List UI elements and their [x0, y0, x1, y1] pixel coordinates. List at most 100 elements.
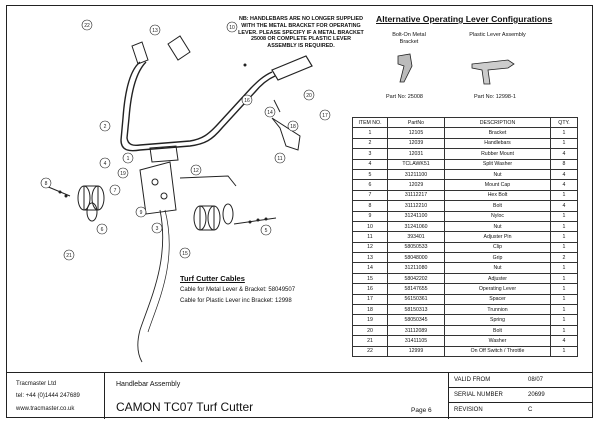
company-website: www.tracmaster.co.uk — [16, 406, 75, 412]
item-no-cell: 14 — [352, 262, 388, 274]
part-no-cell: 31241060 — [387, 220, 445, 233]
callout-18: 18 — [287, 120, 299, 132]
svg-text:2: 2 — [104, 124, 107, 130]
qty-cell: 4 — [550, 200, 578, 212]
svg-text:6: 6 — [101, 227, 104, 233]
qty-cell: 1 — [550, 314, 578, 326]
valid-from-value: 08/07 — [528, 377, 544, 383]
part-no-cell: 31112089 — [387, 324, 445, 337]
cable — [137, 209, 164, 363]
part-no-cell: 58150313 — [387, 304, 445, 316]
item-no-cell: 12 — [352, 241, 388, 254]
qty-cell: 4 — [550, 168, 578, 181]
description-cell: Nyloc — [444, 210, 551, 222]
qty-cell: 1 — [550, 272, 578, 285]
description-cell: Operating Lever — [444, 283, 551, 295]
part-no-cell: 31241100 — [387, 210, 445, 222]
description-cell: Spring — [444, 314, 551, 326]
qty-cell: 4 — [550, 148, 578, 160]
svg-text:13: 13 — [152, 28, 158, 34]
qty-cell: 4 — [550, 335, 578, 347]
svg-text:1: 1 — [127, 156, 130, 162]
option-plastic-lever-part: Part No: 12998-1 — [474, 94, 516, 100]
cable-line-2: Cable for Plastic Lever inc Bracket: 129… — [180, 297, 292, 304]
callout-19: 19 — [117, 167, 129, 179]
qty-cell: 1 — [550, 241, 578, 254]
qty-cell: 1 — [550, 324, 578, 337]
description-cell: Adjuster — [444, 272, 551, 285]
item-no-cell: 16 — [352, 283, 388, 295]
callout-15: 15 — [179, 247, 191, 259]
part-no-cell: 31211100 — [387, 168, 445, 181]
option-plastic-lever-label: Plastic Lever Assembly — [469, 32, 526, 38]
description-cell: Nut — [444, 168, 551, 181]
svg-text:21: 21 — [66, 253, 72, 259]
part-no-cell: 58042202 — [387, 272, 445, 285]
qty-cell: 1 — [550, 137, 578, 150]
part-no-cell: 58050533 — [387, 241, 445, 254]
part-no-cell: 58048000 — [387, 252, 445, 264]
description-cell: Bolt — [444, 200, 551, 212]
callout-5: 5 — [260, 224, 272, 236]
svg-text:5: 5 — [265, 228, 268, 234]
qty-cell: 1 — [550, 231, 578, 243]
part-no-cell: 58050345 — [387, 314, 445, 326]
item-no-cell: 19 — [352, 314, 388, 326]
part-no-cell: 12029 — [387, 179, 445, 191]
callout-8: 8 — [40, 177, 52, 189]
table-header-row: ITEM NO. PartNo DESCRIPTION QTY. — [352, 116, 578, 129]
item-no-cell: 4 — [352, 158, 388, 170]
revision-label: REVISION — [454, 407, 483, 413]
assembly-name: Handlebar Assembly — [116, 381, 181, 388]
svg-text:4: 4 — [104, 161, 107, 167]
item-no-cell: 11 — [352, 231, 388, 243]
part-no-cell: 31411105 — [387, 335, 445, 347]
qty-cell: 1 — [550, 345, 578, 358]
part-no-cell: 31112210 — [387, 200, 445, 212]
item-no-cell: 18 — [352, 304, 388, 316]
svg-text:7: 7 — [114, 188, 117, 194]
callout-1: 1 — [122, 152, 134, 164]
description-cell: Trunnion — [444, 304, 551, 316]
item-no-cell: 2 — [352, 137, 388, 150]
part-no-cell: TCLAWK51 — [387, 158, 445, 170]
drawing-frame — [6, 5, 593, 418]
part-no-cell: 12999 — [387, 345, 445, 358]
item-no-cell: 1 — [352, 127, 388, 139]
description-cell: Grip — [444, 252, 551, 264]
item-no-cell: 21 — [352, 335, 388, 347]
part-no-cell: 56150361 — [387, 293, 445, 306]
description-cell: Mount Cap — [444, 179, 551, 191]
item-no-cell: 10 — [352, 220, 388, 233]
qty-cell: 1 — [550, 262, 578, 274]
company-name: Tracmaster Ltd — [16, 381, 57, 387]
product-name: CAMON TC07 Turf Cutter — [116, 400, 254, 414]
svg-text:15: 15 — [182, 251, 188, 257]
callout-10: 10 — [226, 21, 238, 33]
description-cell: Bracket — [444, 127, 551, 139]
col-part-no: PartNo — [387, 116, 445, 129]
svg-text:9: 9 — [140, 210, 143, 216]
description-cell: Washer — [444, 335, 551, 347]
qty-cell: 1 — [550, 283, 578, 295]
handlebar-note: NB: HANDLEBARS ARE NO LONGER SUPPLIED WI… — [238, 16, 364, 49]
exploded-diagram: 22 10 13 20 16 14 17 18 11 2 1 4 19 12 7… — [40, 19, 331, 363]
description-cell: Adjuster Pin — [444, 231, 551, 243]
description-cell: Hex Bolt — [444, 189, 551, 202]
item-no-cell: 17 — [352, 293, 388, 306]
svg-text:17: 17 — [322, 113, 328, 119]
part-no-cell: 31211080 — [387, 262, 445, 274]
item-no-cell: 22 — [352, 345, 388, 358]
